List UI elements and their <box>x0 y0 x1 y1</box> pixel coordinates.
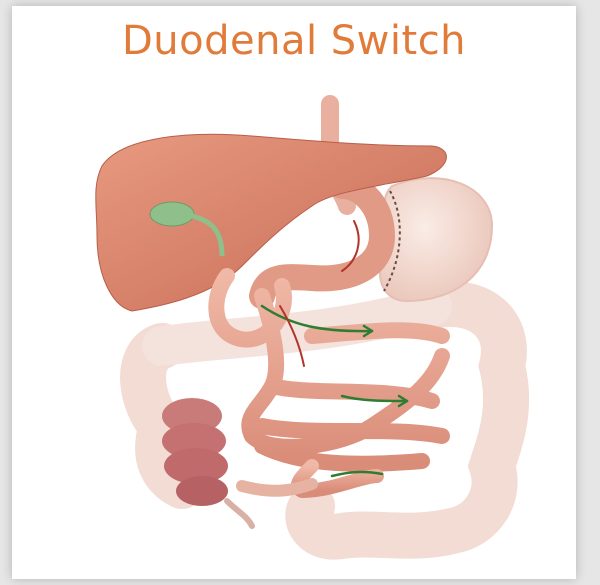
duodenal-switch-illustration <box>12 6 576 579</box>
gallbladder-icon <box>150 202 194 226</box>
slide: Duodenal Switch <box>12 6 576 579</box>
appendix-icon <box>227 501 252 526</box>
removed-stomach-portion-icon <box>380 178 492 301</box>
